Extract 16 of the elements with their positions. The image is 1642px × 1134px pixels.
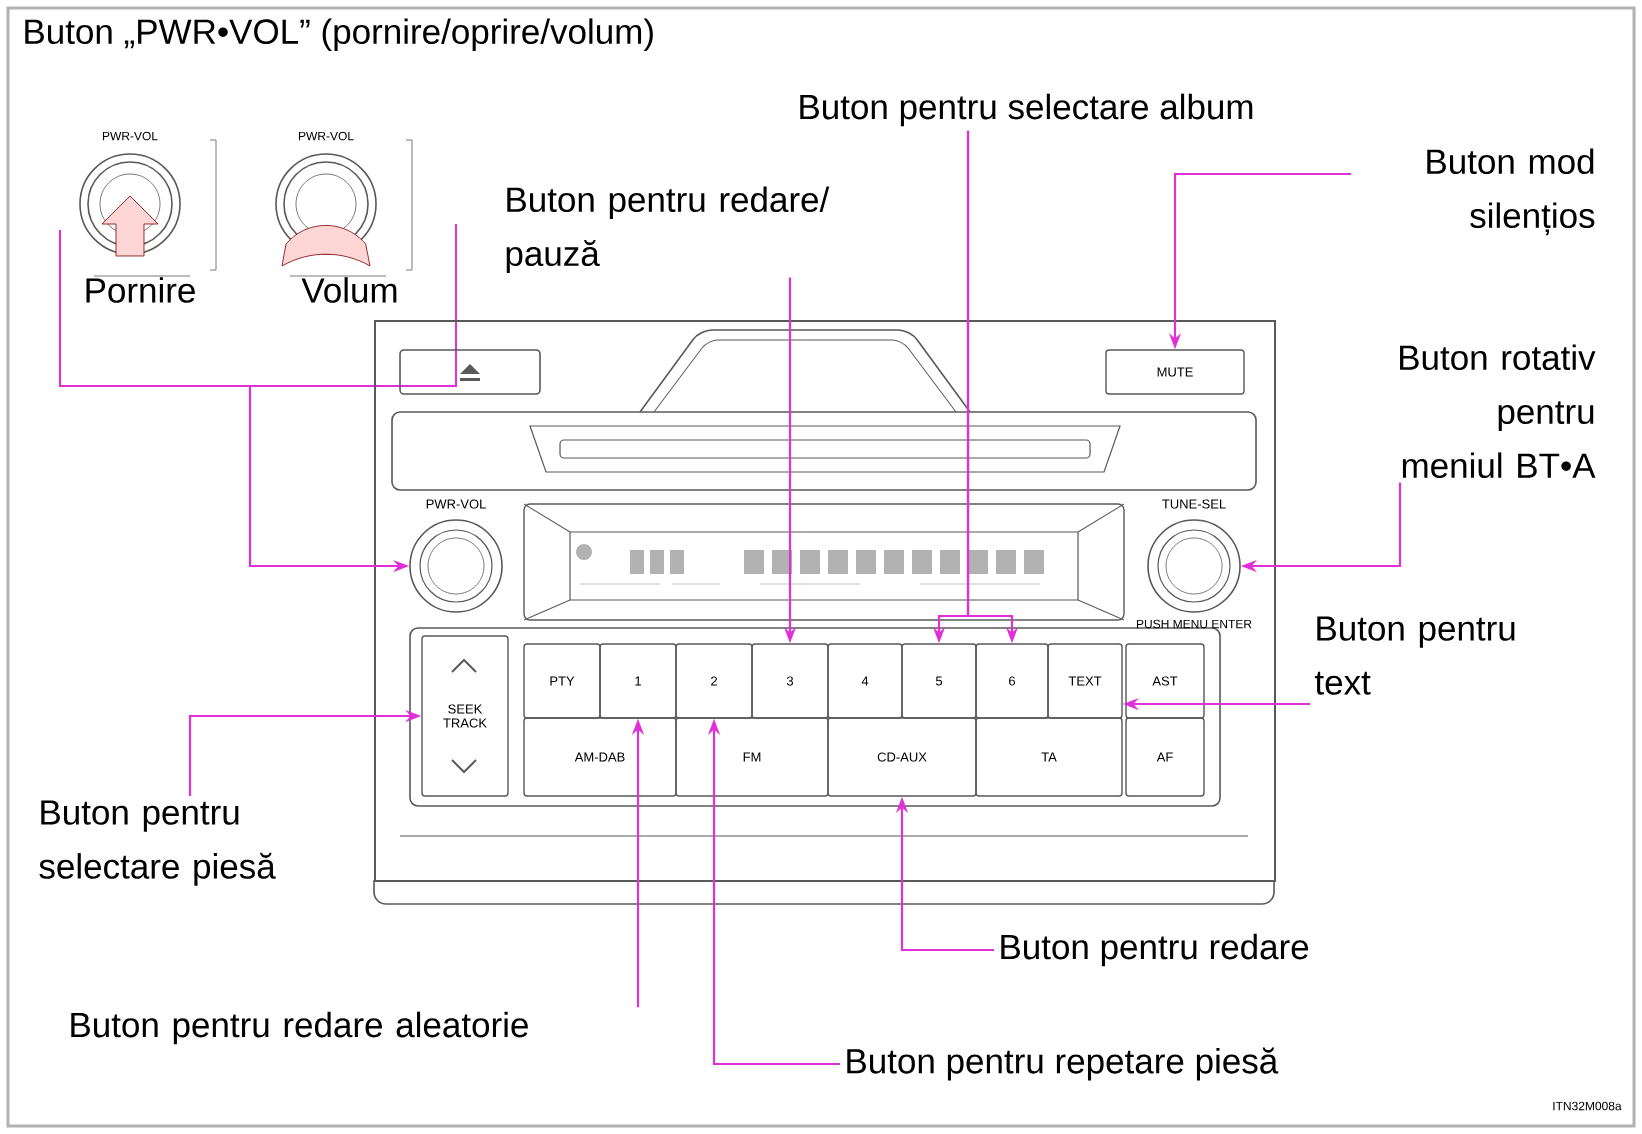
callout-text: Buton pentru selectare album (800, 93, 1253, 127)
callout-text: Buton pentru repetare piesă (847, 1047, 1279, 1081)
caption-text: Pornire (86, 277, 195, 303)
callout-text: Buton pentru redare aleatorie (71, 1011, 528, 1045)
eject-button (399, 349, 541, 395)
callout-text: Buton pentru redare/ pauză (506, 186, 830, 274)
rotary-knob (409, 519, 503, 613)
callout-text: Buton „PWR•VOL” (pornire/oprire/volum) (25, 18, 653, 52)
caption-text: Volum (301, 277, 397, 303)
rotary-knob (1147, 519, 1241, 613)
callout-text: Buton mod silențios (1427, 148, 1595, 236)
callout-text: Buton pentru redare (1001, 933, 1309, 967)
radio-faceplate (373, 320, 1276, 905)
callout-text: Buton rotativ pentru meniul BT•A (1400, 344, 1596, 479)
callout-text: Buton pentru text (1314, 616, 1515, 695)
callout-text: Buton pentru selectare piesă (39, 800, 276, 886)
